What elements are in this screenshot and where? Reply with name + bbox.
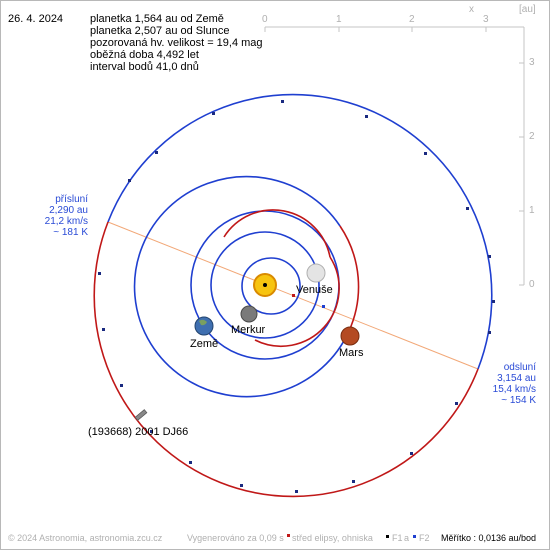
venus-label: Venuše bbox=[296, 284, 333, 296]
legend-center-marker bbox=[287, 534, 290, 537]
mars-orbit-inner-arc bbox=[223, 209, 331, 258]
perihelion-distance: 2,290 au bbox=[49, 205, 88, 216]
perihelion-label: přísluní 2,290 au 21,2 km/s ~ 181 K bbox=[45, 194, 88, 238]
info-magnitude: pozorovaná hv. velikost = 19,4 mag bbox=[90, 37, 263, 49]
y-tick-3: 3 bbox=[529, 57, 535, 68]
perihelion-temp: ~ 181 K bbox=[53, 227, 88, 238]
earth-icon bbox=[194, 316, 214, 336]
info-earth-distance: planetka 1,564 au od Země bbox=[90, 13, 224, 25]
info-period: oběžná doba 4,492 let bbox=[90, 49, 199, 61]
mercury-label: Merkur bbox=[231, 324, 266, 336]
venus-orbit bbox=[210, 231, 320, 339]
y-tick-1: 1 bbox=[529, 205, 535, 216]
earth-label: Země bbox=[190, 338, 219, 350]
asteroid-orbit-above bbox=[107, 93, 493, 370]
footer-f1: F1 bbox=[392, 533, 403, 543]
legend-f2-marker bbox=[413, 535, 416, 538]
x-axis-label: x bbox=[469, 4, 474, 15]
earth-land-shape bbox=[199, 319, 207, 326]
sun-center-dot bbox=[263, 283, 267, 287]
footer-legend-center: střed elipsy, ohniska bbox=[292, 533, 373, 543]
footer-copyright: © 2024 Astronomia, astronomia.zcu.cz bbox=[8, 533, 163, 543]
mars-orbit-far bbox=[133, 175, 350, 398]
footer-generated: Vygenerováno za 0,09 s bbox=[187, 533, 284, 543]
aphelion-temp: ~ 154 K bbox=[501, 395, 536, 406]
mars-orbit-near bbox=[339, 225, 360, 332]
footer-a: a bbox=[404, 533, 410, 543]
asteroid-orbit-points bbox=[98, 100, 495, 493]
aphelion-speed: 15,4 km/s bbox=[492, 384, 536, 395]
date-label: 26. 4. 2024 bbox=[8, 13, 64, 25]
footer-f2: F2 bbox=[419, 533, 430, 543]
ellipse-center-marker bbox=[292, 294, 295, 297]
y-tick-0: 0 bbox=[529, 279, 535, 290]
x-tick-1: 1 bbox=[336, 14, 342, 25]
focus-f2-marker bbox=[322, 305, 325, 308]
footer-scale: Měřítko : 0,0136 au/bod bbox=[441, 533, 537, 543]
legend-f1-marker bbox=[386, 535, 389, 538]
aphelion-title: odsluní bbox=[503, 362, 536, 373]
perihelion-title: přísluní bbox=[55, 194, 88, 205]
x-tick-0: 0 bbox=[262, 14, 268, 25]
aphelion-label: odsluní 3,154 au 15,4 km/s ~ 154 K bbox=[493, 362, 536, 406]
y-tick-2: 2 bbox=[529, 131, 535, 142]
venus-icon bbox=[306, 263, 326, 283]
asteroid-label: (193668) 2001 DJ66 bbox=[88, 426, 189, 438]
mars-label: Mars bbox=[339, 347, 364, 359]
x-tick-3: 3 bbox=[483, 14, 489, 25]
asteroid-icon bbox=[134, 409, 148, 421]
perihelion-speed: 21,2 km/s bbox=[44, 216, 88, 227]
mars-orbit-inner-arc2 bbox=[254, 256, 340, 347]
info-sun-distance: planetka 2,507 au od Slunce bbox=[90, 25, 230, 37]
y-axis-label: [au] bbox=[519, 4, 536, 15]
asteroid-orbit-below bbox=[93, 221, 479, 498]
mars-icon bbox=[340, 326, 360, 346]
mercury-icon bbox=[240, 305, 258, 323]
mercury-orbit bbox=[241, 257, 301, 315]
x-tick-2: 2 bbox=[409, 14, 415, 25]
aphelion-distance: 3,154 au bbox=[497, 373, 536, 384]
info-point-interval: interval bodů 41,0 dnů bbox=[90, 61, 199, 73]
